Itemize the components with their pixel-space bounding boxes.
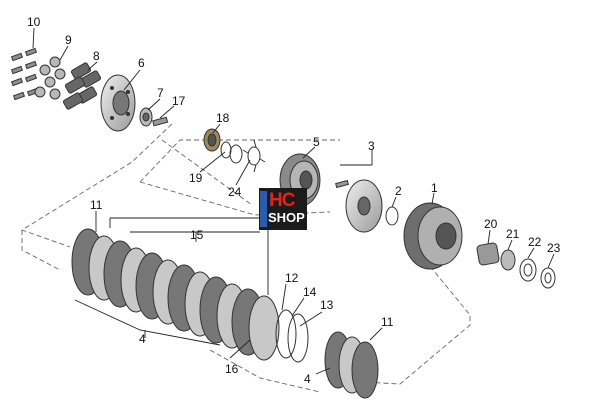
washers-part-9 — [34, 56, 66, 100]
assembly-outline-lower — [21, 230, 471, 393]
washers-part-19 — [220, 141, 243, 164]
springs-part-8 — [62, 62, 102, 110]
needle-bearing-part-20 — [476, 242, 500, 266]
callout-11-top: 11 — [90, 198, 103, 212]
clutch-basket-part-1 — [403, 202, 463, 270]
callout-1: 1 — [431, 181, 438, 195]
callout-4-bottom: 4 — [304, 372, 311, 386]
callout-13: 13 — [320, 298, 334, 312]
callout-20: 20 — [484, 217, 498, 231]
callout-19: 19 — [189, 171, 203, 185]
callout-labels: 10 9 8 6 7 17 18 19 24 5 3 2 1 20 21 22 … — [27, 15, 561, 386]
bolts-part-10 — [10, 47, 40, 101]
lock-plate-part-24 — [242, 139, 266, 173]
logo-top-text: HC — [269, 190, 295, 211]
callout-15: 15 — [190, 228, 204, 242]
callout-22: 22 — [528, 235, 542, 249]
pushrod-part-17 — [152, 116, 169, 127]
hc-shop-logo: HC SHOP — [259, 188, 307, 230]
pressure-plate-part-6 — [100, 74, 136, 132]
callout-17: 17 — [172, 94, 186, 108]
callout-6: 6 — [138, 56, 145, 70]
callout-2: 2 — [395, 184, 402, 198]
washer-part-22 — [519, 258, 537, 282]
callout-3: 3 — [368, 139, 375, 153]
logo-bottom-text: SHOP — [268, 210, 305, 225]
callout-18: 18 — [216, 111, 230, 125]
callout-16: 16 — [225, 362, 239, 376]
separate-plate-stack — [324, 331, 379, 399]
callout-4-left: 4 — [139, 332, 146, 346]
callout-10: 10 — [27, 15, 41, 29]
callout-9: 9 — [65, 33, 72, 47]
callout-21: 21 — [506, 227, 520, 241]
callout-5: 5 — [313, 135, 320, 149]
callout-24: 24 — [228, 185, 242, 199]
clutch-plate-stack — [71, 228, 280, 361]
spring-rings-parts-12-14-13 — [275, 309, 309, 363]
callout-11-bottom: 11 — [381, 315, 394, 329]
ring-part-2 — [385, 206, 399, 226]
washer-part-23 — [540, 267, 556, 289]
nut-part-18 — [203, 128, 221, 152]
callout-7: 7 — [157, 86, 164, 100]
bushing-part-21 — [500, 249, 516, 271]
bearing-part-7 — [139, 107, 153, 127]
callout-23: 23 — [547, 241, 561, 255]
callout-8: 8 — [93, 49, 100, 63]
disc-part-3 — [335, 179, 383, 233]
leader-lines — [32, 27, 555, 375]
callout-14: 14 — [303, 285, 317, 299]
callout-12: 12 — [285, 271, 299, 285]
